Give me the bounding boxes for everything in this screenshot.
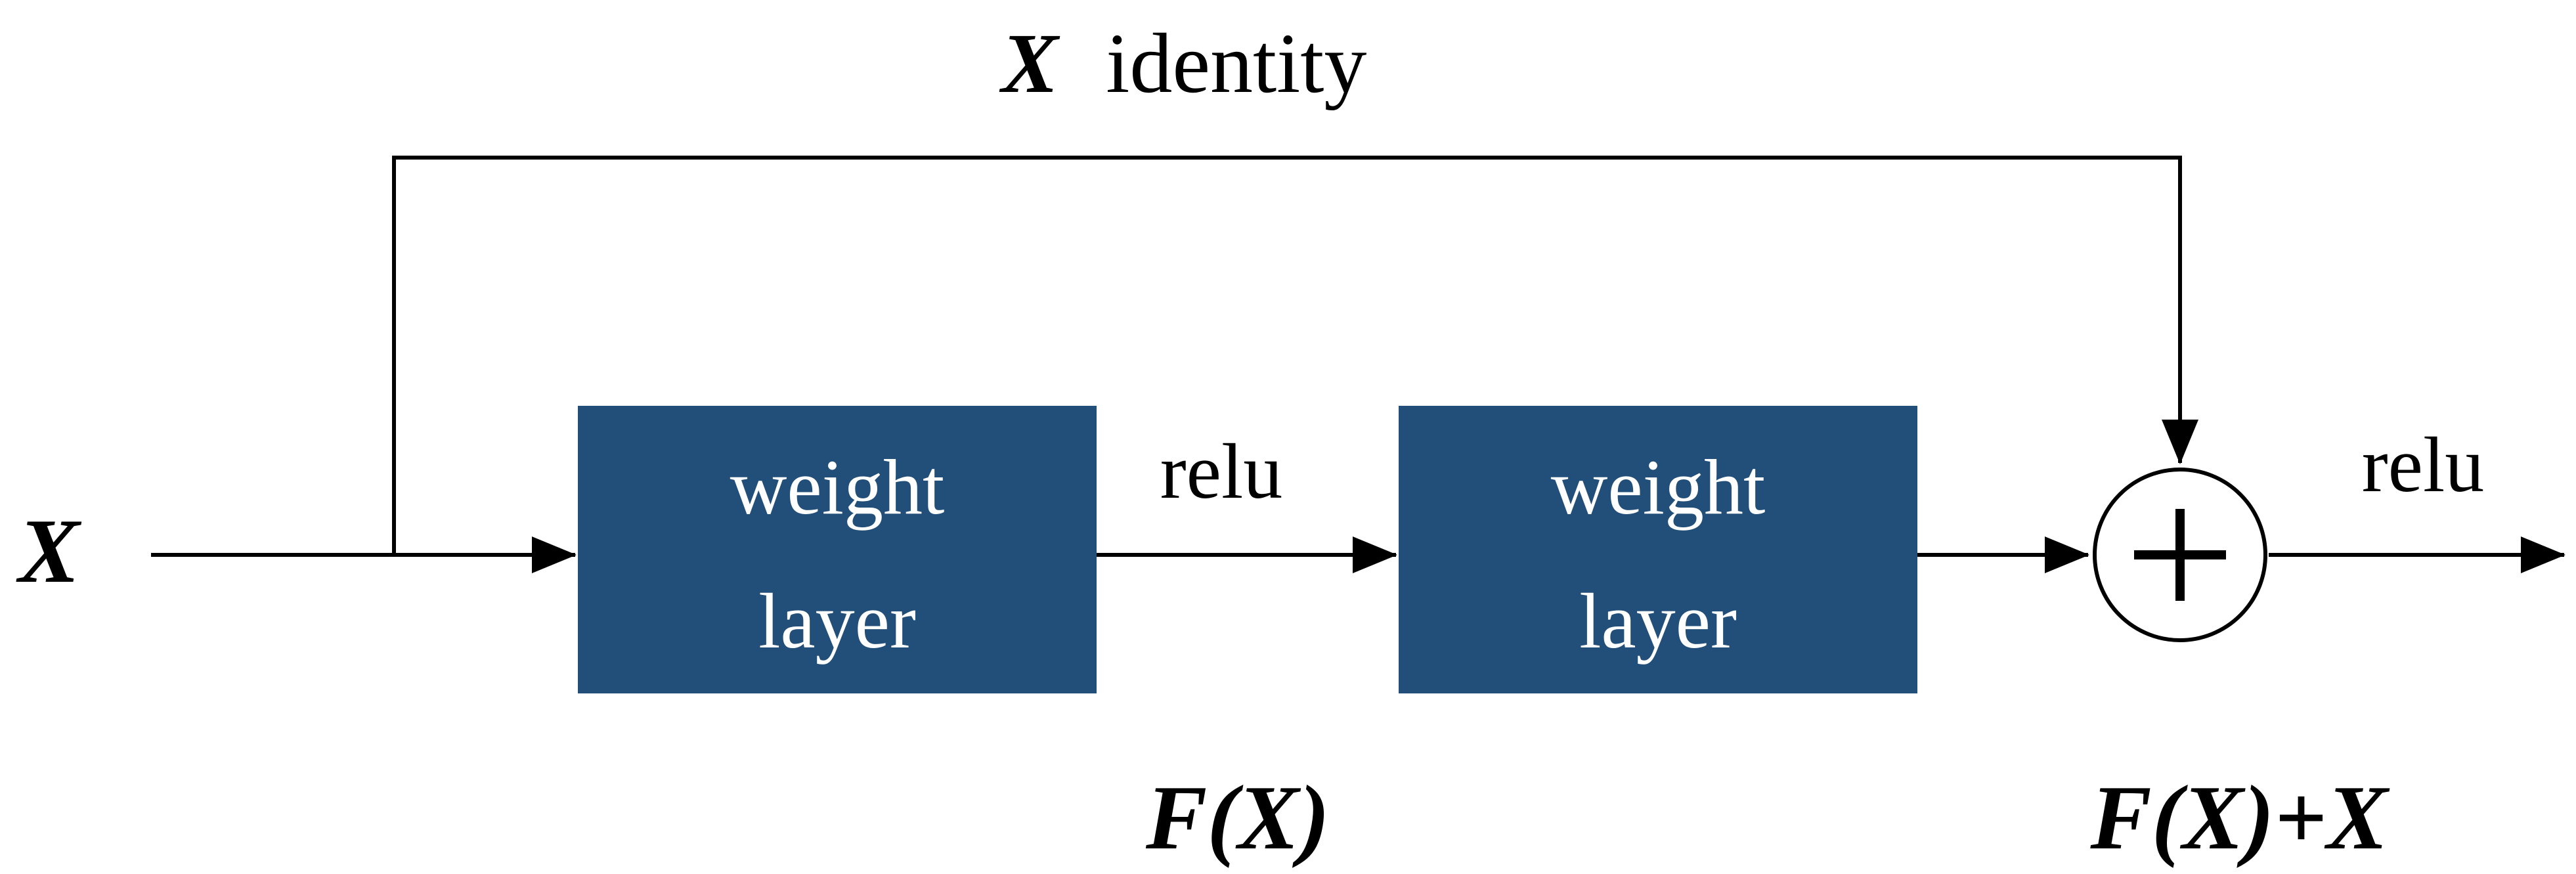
weight-layer-block-2: weight layer [1399, 406, 1917, 693]
relu-label-out: relu [2362, 421, 2485, 508]
input-x-label: X [16, 500, 82, 602]
relu-label-mid: relu [1160, 427, 1283, 515]
weight-layer-block-1: weight layer [578, 406, 1097, 693]
identity-label: X identity [999, 16, 1366, 111]
f-x-plus-x-label: F(X)+X [2089, 767, 2390, 869]
weight-layer-1-line1: weight [730, 443, 945, 531]
sum-node [2093, 468, 2267, 642]
f-x-label: F(X) [1145, 767, 1330, 869]
identity-word: identity [1106, 16, 1366, 111]
identity-x-var: X [999, 16, 1060, 111]
weight-layer-box-1 [578, 406, 1097, 693]
weight-layer-2-line2: layer [1579, 577, 1737, 665]
weight-layer-1-line2: layer [758, 577, 916, 665]
weight-layer-box-2 [1399, 406, 1917, 693]
weight-layer-2-line1: weight [1551, 443, 1766, 531]
